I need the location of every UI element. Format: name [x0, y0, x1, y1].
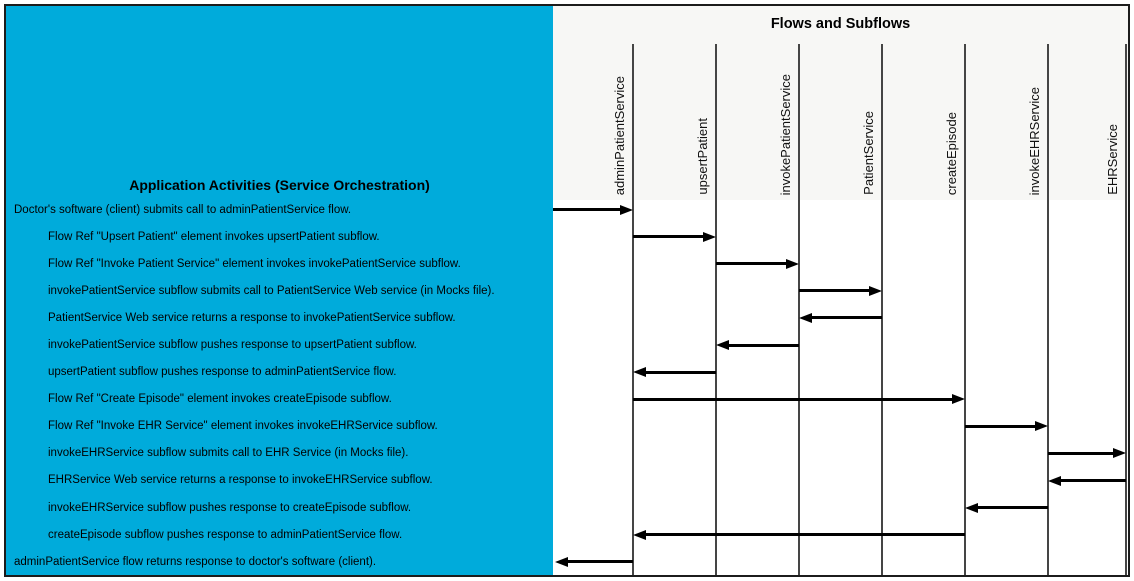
- activity-row: Flow Ref "Create Episode" element invoke…: [48, 393, 392, 406]
- lifeline: [881, 44, 883, 575]
- message-arrow: [716, 257, 799, 271]
- flows-header-background: [553, 6, 1128, 200]
- activity-row: createEpisode subflow pushes response to…: [48, 528, 403, 541]
- lifeline: [632, 44, 634, 575]
- arrow-shaft: [644, 533, 965, 537]
- arrow-shaft: [1059, 479, 1126, 482]
- lifeline: [1125, 44, 1127, 575]
- message-arrow: [1048, 474, 1126, 488]
- arrowhead-icon: [965, 502, 978, 513]
- arrow-shaft: [644, 370, 716, 374]
- activity-row: adminPatientService flow returns respons…: [14, 555, 377, 568]
- lifeline-label-wrap: createEpisode: [941, 38, 963, 195]
- arrow-shaft: [716, 262, 788, 266]
- left-panel-title: Application Activities (Service Orchestr…: [129, 177, 430, 193]
- arrow-shaft: [810, 316, 882, 320]
- message-arrow: [553, 203, 633, 217]
- arrow-shaft: [1048, 451, 1115, 455]
- message-arrow: [633, 230, 716, 244]
- arrow-shaft: [553, 208, 622, 211]
- activity-row: invokePatientService subflow submits cal…: [48, 284, 495, 297]
- arrow-shaft: [727, 343, 799, 347]
- lifeline-label: PatientService: [860, 111, 876, 195]
- activity-row: invokeEHRService subflow pushes response…: [48, 501, 412, 514]
- application-activities-panel: Application Activities (Service Orchestr…: [6, 6, 553, 575]
- arrowhead-icon: [786, 258, 799, 269]
- arrowhead-icon: [716, 340, 729, 350]
- arrowhead-icon: [799, 312, 812, 323]
- message-arrow: [633, 392, 965, 406]
- lifeline-label: EHRService: [1104, 124, 1120, 195]
- activity-row: invokePatientService subflow pushes resp…: [48, 339, 417, 352]
- lifeline: [964, 44, 966, 575]
- lifeline-label: invokeEHRService: [1026, 86, 1042, 195]
- lifeline: [798, 44, 800, 575]
- arrowhead-icon: [555, 556, 568, 567]
- message-arrow: [555, 555, 633, 569]
- lifeline-label-wrap: upsertPatient: [692, 38, 714, 195]
- message-arrow: [633, 528, 965, 542]
- arrowhead-icon: [869, 285, 882, 296]
- arrowhead-icon: [633, 367, 646, 378]
- message-arrow: [799, 284, 882, 298]
- flows-panel: Flows and Subflows adminPatientService up…: [553, 6, 1128, 575]
- arrow-shaft: [633, 397, 954, 401]
- activity-row: Flow Ref "Invoke EHR Service" element in…: [48, 420, 438, 433]
- message-arrow: [1048, 446, 1126, 460]
- activity-row: EHRService Web service returns a respons…: [48, 474, 433, 487]
- flows-panel-title: Flows and Subflows: [770, 16, 911, 32]
- arrow-shaft: [799, 289, 871, 293]
- arrowhead-icon: [1035, 421, 1048, 432]
- lifeline-label: invokePatientService: [777, 73, 793, 195]
- lifeline-label-wrap: EHRService: [1102, 38, 1124, 195]
- activity-row: Flow Ref "Upsert Patient" element invoke…: [48, 230, 380, 243]
- activity-row: Doctor's software (client) submits call …: [14, 203, 352, 216]
- lifeline-label: upsertPatient: [694, 118, 710, 195]
- arrowhead-icon: [703, 231, 716, 242]
- lifeline-label-wrap: invokeEHRService: [1024, 38, 1046, 195]
- arrowhead-icon: [1048, 475, 1061, 486]
- message-arrow: [716, 338, 799, 352]
- arrowhead-icon: [620, 204, 633, 215]
- arrowhead-icon: [952, 394, 965, 405]
- activity-row: Flow Ref "Invoke Patient Service" elemen…: [48, 257, 461, 270]
- message-arrow: [965, 419, 1048, 433]
- lifeline-label-wrap: adminPatientService: [609, 38, 631, 195]
- lifeline-label: createEpisode: [943, 111, 959, 195]
- lifeline-label-wrap: invokePatientService: [775, 38, 797, 195]
- arrowhead-icon: [1113, 448, 1126, 459]
- activity-row: upsertPatient subflow pushes response to…: [48, 366, 397, 379]
- message-arrow: [965, 501, 1048, 515]
- activity-row: invokeEHRService subflow submits call to…: [48, 447, 409, 460]
- lifeline: [715, 44, 717, 575]
- activity-row: PatientService Web service returns a res…: [48, 311, 456, 324]
- message-arrow: [799, 311, 882, 325]
- sequence-diagram: Application Activities (Service Orchestr…: [4, 4, 1130, 577]
- lifeline: [1047, 44, 1049, 575]
- arrowhead-icon: [633, 529, 646, 540]
- lifeline-label-wrap: PatientService: [858, 38, 880, 195]
- lifeline-label: adminPatientService: [611, 75, 627, 195]
- arrow-shaft: [566, 560, 633, 564]
- message-arrow: [633, 365, 716, 379]
- activity-rows: Doctor's software (client) submits call …: [6, 196, 553, 575]
- arrow-shaft: [965, 424, 1037, 428]
- arrow-shaft: [976, 506, 1048, 510]
- arrow-shaft: [633, 235, 705, 239]
